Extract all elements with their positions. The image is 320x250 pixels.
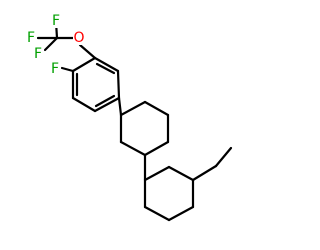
cyclohexane-ring-lower (143, 153, 195, 222)
bond-cy1-4 (143, 140, 170, 157)
atom-label-o: O (73, 30, 84, 46)
bond-ring-4 (71, 96, 97, 113)
bond-cy2-4 (167, 205, 195, 222)
bond-cy2-2 (167, 165, 195, 182)
trifluoromethoxy-group (36, 20, 97, 60)
bond-aryl-cyclohexyl (117, 96, 123, 117)
bond-o-ring (78, 43, 97, 60)
bond-ring-2 (116, 69, 121, 100)
bond-ethyl-2 (214, 146, 233, 168)
atom-label-f-left: F (27, 30, 35, 46)
bond-cy2-5 (143, 205, 171, 222)
ethyl-group (191, 146, 233, 182)
bond-c-f-lower (43, 36, 59, 52)
atom-f-lower: F (32, 46, 44, 62)
bond-ring-f (60, 66, 75, 73)
bond-cy1-1 (119, 100, 147, 117)
atom-label-f-top: F (52, 13, 60, 29)
benzene-ring (60, 56, 121, 113)
bond-ring-inner-1 (95, 62, 116, 75)
atom-o: O (73, 30, 86, 46)
atom-f-left: F (25, 30, 37, 46)
atom-f-top: F (50, 13, 62, 29)
bond-ethyl-1 (191, 164, 218, 182)
bond-ring-6 (71, 56, 97, 73)
bond-ring-inner-2 (94, 94, 116, 108)
atom-label-f-ring: F (51, 61, 59, 77)
bond-cy1-5 (119, 140, 147, 157)
bond-ring-1 (93, 56, 120, 73)
atom-f-ring: F (49, 61, 61, 77)
structure-canvas: F F F O F (25, 13, 233, 222)
molecule-diagram: F F F O F (25, 13, 233, 222)
bond-cy1-2 (143, 100, 170, 117)
bond-cy2-1 (143, 165, 171, 182)
atom-label-f-lower: F (34, 46, 42, 62)
bond-ring-3 (93, 96, 121, 113)
cyclohexane-ring-upper (117, 96, 170, 157)
